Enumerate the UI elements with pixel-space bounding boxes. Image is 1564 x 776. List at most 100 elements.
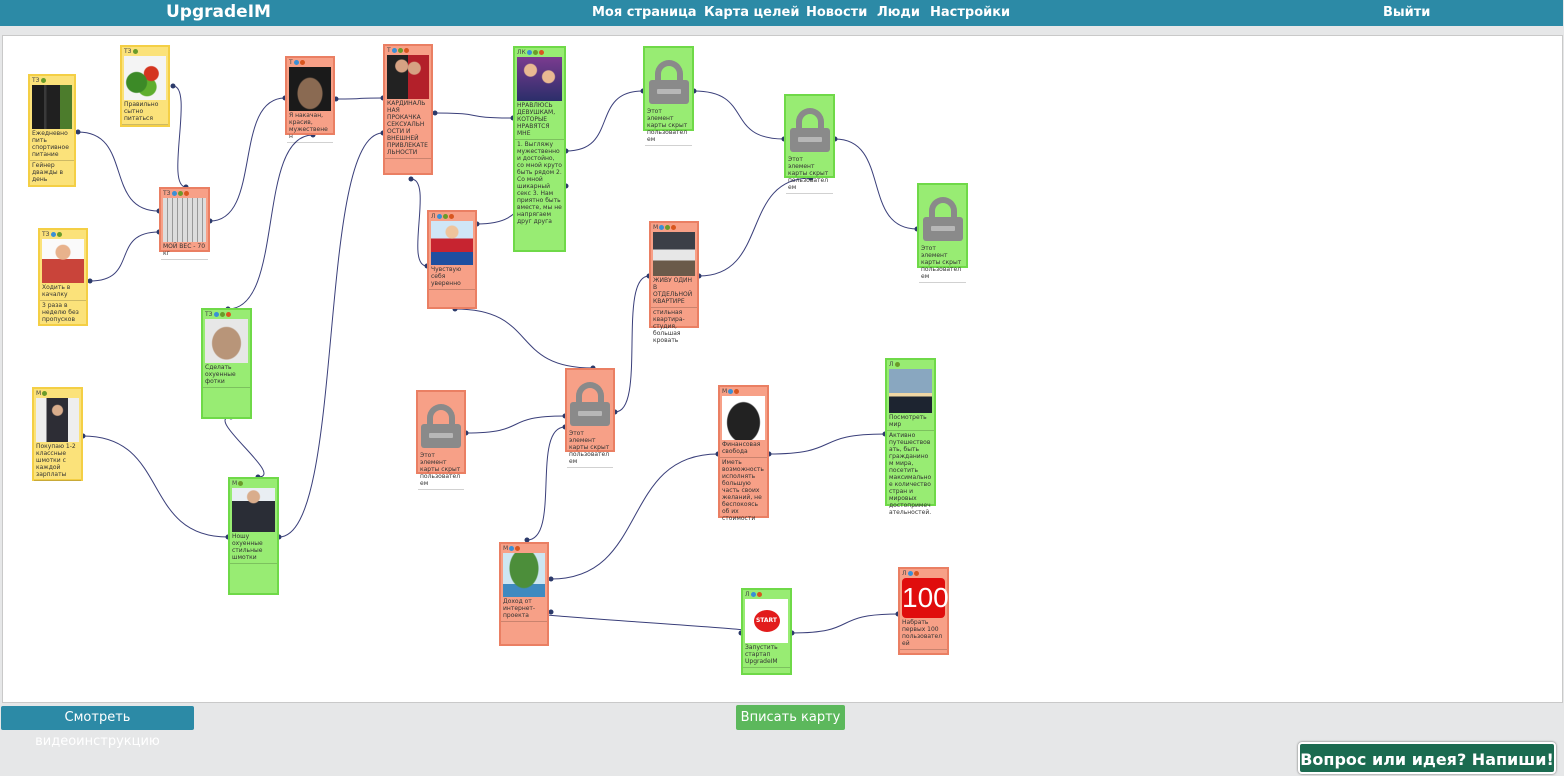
cancel-icon[interactable] <box>225 312 231 317</box>
start-label: START <box>753 610 780 632</box>
leaf-icon[interactable] <box>665 225 671 230</box>
globe-icon[interactable] <box>509 546 515 551</box>
globe-icon[interactable] <box>213 312 219 317</box>
leaf-icon[interactable] <box>219 312 225 317</box>
globe-icon[interactable] <box>907 571 913 576</box>
leaf-icon[interactable] <box>894 362 900 367</box>
link-handle-dot[interactable] <box>87 278 93 284</box>
goal-card[interactable]: Этот элемент карты скрыт пользователем <box>784 94 835 194</box>
cancel-icon[interactable] <box>299 60 305 65</box>
goal-card[interactable]: Этот элемент карты скрыт пользователем <box>917 183 968 283</box>
link-handle-dot[interactable] <box>432 110 438 116</box>
cancel-icon[interactable] <box>515 546 521 551</box>
goal-card-title: Этот элемент карты скрыт пользователем <box>788 156 829 191</box>
cancel-icon[interactable] <box>756 592 762 597</box>
goal-card-description <box>418 489 464 491</box>
brand-logo[interactable]: UpgradeIM <box>166 2 271 22</box>
stylish-man-photo <box>232 488 275 532</box>
goal-card-header: ТЗ <box>40 230 86 239</box>
goal-card-title: Этот элемент карты скрыт пользователем <box>647 108 688 143</box>
goal-link-curve <box>526 426 566 541</box>
link-handle-dot[interactable] <box>75 129 81 135</box>
goal-card-description <box>203 387 250 389</box>
sunset-photo <box>889 369 932 413</box>
nav-settings[interactable]: Настройки <box>930 5 1011 20</box>
globe-icon[interactable] <box>391 48 397 53</box>
superhero-kid-photo <box>431 221 473 265</box>
cancel-icon[interactable] <box>538 50 544 55</box>
globe-icon[interactable] <box>659 225 665 230</box>
link-handle-dot[interactable] <box>524 537 530 543</box>
leaf-icon[interactable] <box>532 50 538 55</box>
leaf-icon[interactable] <box>40 78 46 83</box>
globe-icon[interactable] <box>171 191 177 196</box>
goal-card-description <box>429 289 475 291</box>
nav-my-page[interactable]: Моя страница <box>592 5 697 20</box>
leaf-icon[interactable] <box>42 391 48 396</box>
goal-card-description: Гейнер дважды в день <box>30 160 74 183</box>
goal-link-curve <box>335 97 384 100</box>
goal-card-description: 1. Выгляжу мужественно и достойно, со мн… <box>515 139 564 225</box>
watch-video-instructions-button[interactable]: Смотреть видеоинструкцию <box>1 706 194 749</box>
leaf-icon[interactable] <box>56 232 62 237</box>
goal-card-tag: ТЗ <box>163 190 171 197</box>
link-handle-dot[interactable] <box>170 83 176 89</box>
leaf-icon[interactable] <box>442 214 448 219</box>
goal-card-title: Я накачан, красив, мужественен <box>289 112 328 140</box>
link-handle-dot[interactable] <box>408 176 414 182</box>
nav-people[interactable]: Люди <box>877 5 921 20</box>
cancel-icon[interactable] <box>183 191 189 196</box>
link-handle-dot[interactable] <box>548 609 554 615</box>
goal-card-header: М <box>501 544 547 553</box>
goal-card-header <box>418 392 464 401</box>
cancel-icon[interactable] <box>734 389 740 394</box>
goal-card-header <box>645 48 692 57</box>
globe-icon[interactable] <box>50 232 56 237</box>
cancel-icon[interactable] <box>448 214 454 219</box>
goal-card[interactable]: Этот элемент карты скрыт пользователем <box>416 390 466 490</box>
globe-icon[interactable] <box>436 214 442 219</box>
goal-card[interactable]: Этот элемент карты скрыт пользователем <box>643 46 694 146</box>
logout-link[interactable]: Выйти <box>1383 5 1431 20</box>
cancel-icon[interactable] <box>913 571 919 576</box>
goal-card-header: ТЗ <box>161 189 208 198</box>
globe-icon[interactable] <box>728 389 734 394</box>
goal-card[interactable]: Этот элемент карты скрыт пользователем <box>565 368 615 468</box>
cancel-icon[interactable] <box>403 48 409 53</box>
nav-goal-map[interactable]: Карта целей <box>704 5 800 20</box>
leaf-icon[interactable] <box>132 49 138 54</box>
globe-icon[interactable] <box>526 50 532 55</box>
start-button-image: START <box>745 599 788 643</box>
feedback-button[interactable]: Вопрос или идея? Напиши! <box>1298 742 1556 774</box>
leaf-icon[interactable] <box>397 48 403 53</box>
nav-news[interactable]: Новости <box>806 5 868 20</box>
link-handle-dot[interactable] <box>548 576 554 582</box>
goal-card-title: Ежедневно пить спортивное питание <box>32 130 69 158</box>
globe-icon[interactable] <box>293 60 299 65</box>
fit-map-button[interactable]: Вписать карту <box>736 705 845 730</box>
leaf-icon[interactable] <box>177 191 183 196</box>
leaf-icon[interactable] <box>238 481 244 486</box>
cancel-icon[interactable] <box>671 225 677 230</box>
globe-icon[interactable] <box>750 592 756 597</box>
goal-card-title: Этот элемент карты скрыт пользователем <box>569 430 610 465</box>
goal-card-title: Чувствую себя уверенно <box>431 266 462 287</box>
